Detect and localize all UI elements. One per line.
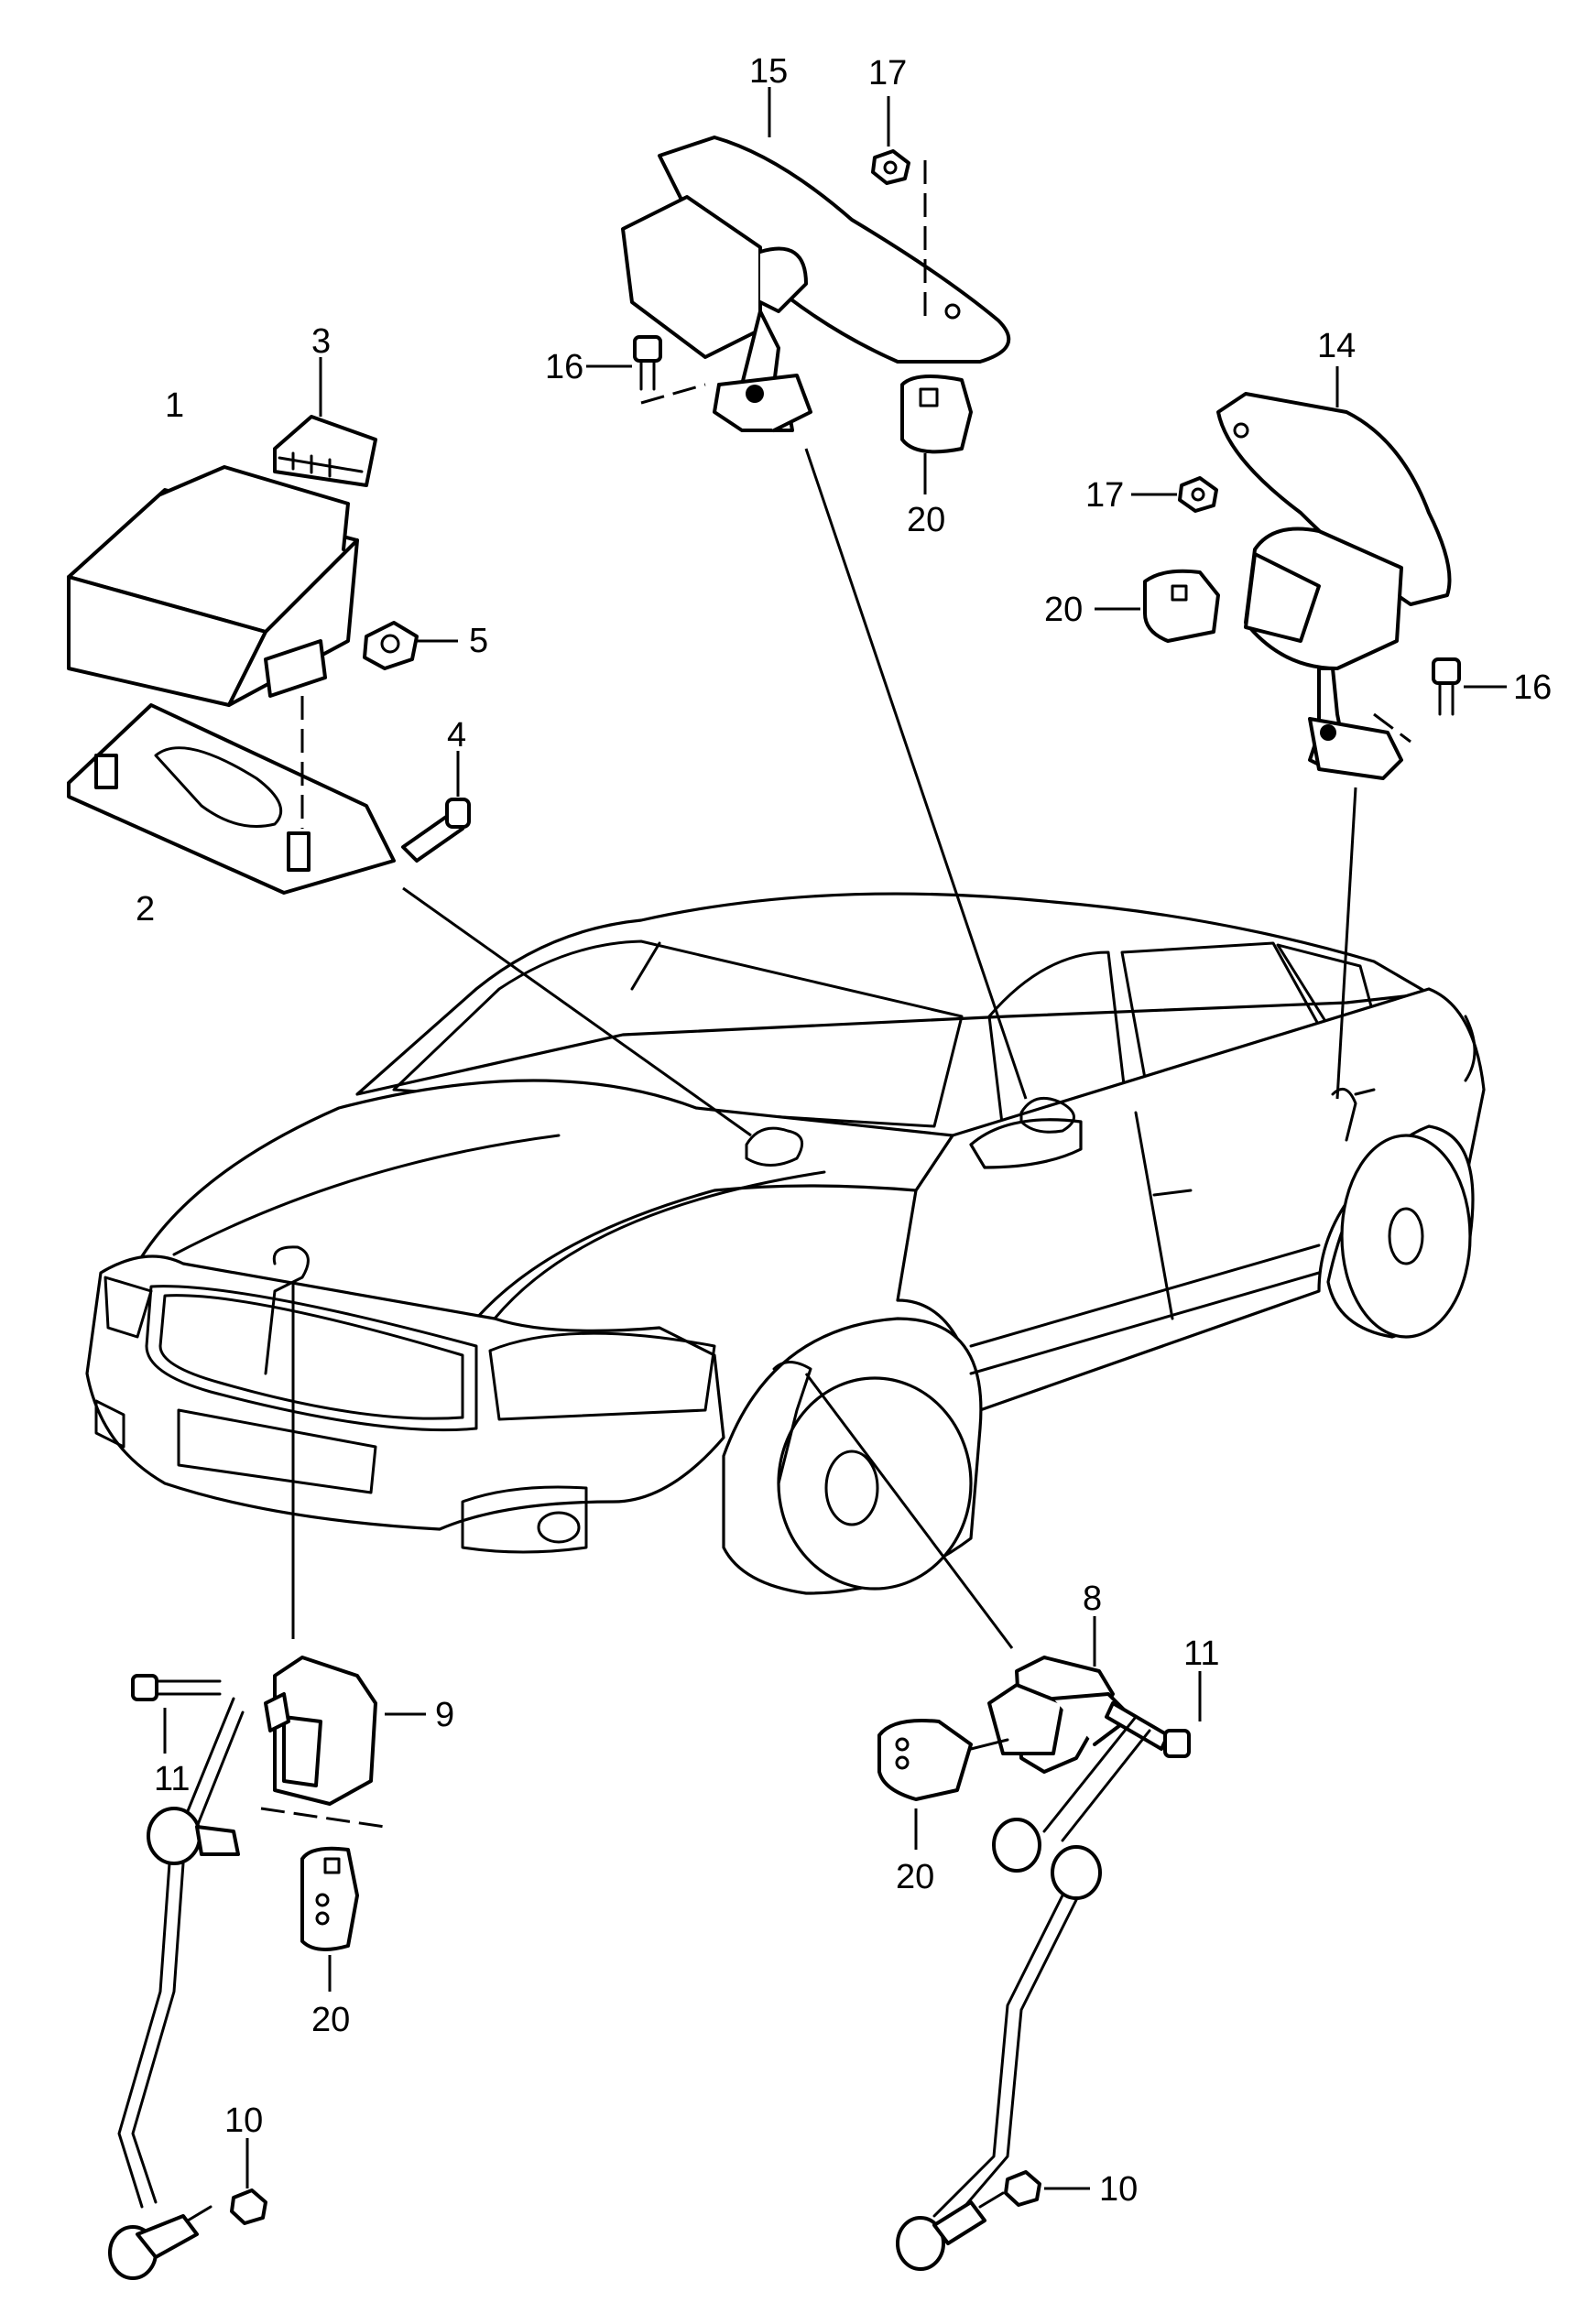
callout-14: 14 <box>1317 327 1356 365</box>
bolt-16-right <box>1432 657 1507 716</box>
callout-5: 5 <box>469 622 488 660</box>
linkage-right <box>896 1715 1151 2271</box>
callout-16-right: 16 <box>1513 668 1552 707</box>
callout-1: 1 <box>165 386 184 425</box>
control-unit <box>67 465 359 707</box>
callout-20-top: 20 <box>907 501 945 539</box>
callout-10-right: 10 <box>1099 2170 1138 2209</box>
nut-17-top <box>871 96 910 185</box>
nut-17-right <box>1131 476 1218 513</box>
connector-20-right <box>1095 569 1220 643</box>
connector-20-bottom <box>877 1719 1009 1850</box>
callout-20-left: 20 <box>311 2001 350 2039</box>
level-sensor-14 <box>1216 366 1452 780</box>
callout-16-top: 16 <box>545 348 583 386</box>
car-wiring <box>264 1087 1357 1485</box>
callout-3: 3 <box>311 322 331 361</box>
callout-8: 8 <box>1083 1580 1102 1618</box>
callout-11-left: 11 <box>154 1760 190 1798</box>
callout-4: 4 <box>447 716 466 755</box>
car-body <box>85 892 1486 1595</box>
connector-20-top <box>900 375 973 494</box>
callout-labels: 1 2 3 4 5 8 9 10 10 11 11 14 15 16 16 17… <box>136 52 1552 2209</box>
nut-5 <box>363 621 458 670</box>
bolt-4 <box>401 751 471 863</box>
callout-17-right: 17 <box>1085 476 1124 515</box>
callout-9: 9 <box>435 1696 454 1734</box>
linkage-left <box>108 1697 267 2280</box>
callout-11-right: 11 <box>1183 1634 1219 1673</box>
callout-20-bottom: 20 <box>896 1858 934 1896</box>
bolt-11-left <box>131 1674 222 1754</box>
callout-17-top: 17 <box>868 54 907 92</box>
bolt-11-right <box>1105 1671 1202 1758</box>
level-sensor-15 <box>621 87 1011 432</box>
callout-2: 2 <box>136 890 155 929</box>
callout-15: 15 <box>749 52 788 91</box>
callout-20-right: 20 <box>1044 591 1083 629</box>
leader-lines <box>291 448 1357 1649</box>
connector-20-left <box>300 1846 359 1992</box>
connector-3 <box>273 357 377 487</box>
mounting-bracket <box>67 696 396 895</box>
bolt-16-top <box>586 335 662 391</box>
level-sensor-9 <box>260 1656 426 1829</box>
callout-10-left: 10 <box>224 2101 263 2140</box>
